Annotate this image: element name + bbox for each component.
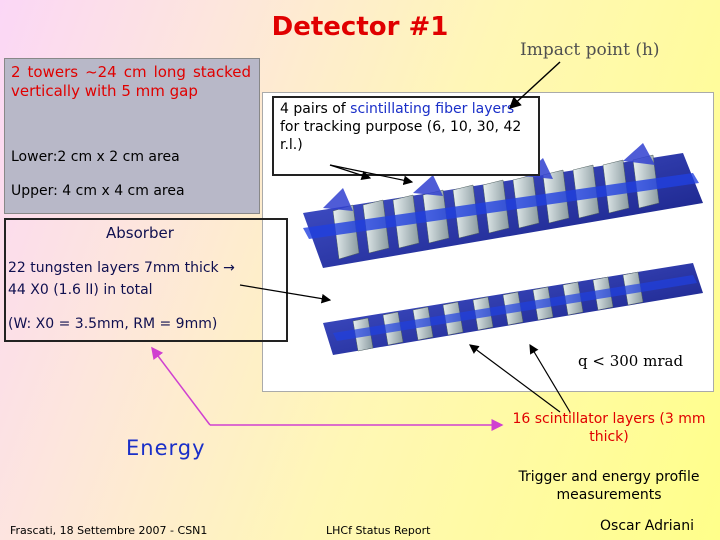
detector-image bbox=[262, 92, 714, 392]
trigger-label: Trigger and energy profile measurements bbox=[518, 469, 700, 503]
scintillator-layers-label: 16 scintillator layers (3 mm thick) bbox=[512, 411, 706, 445]
fiber-text-highlight: scintillating fiber layers bbox=[350, 101, 515, 117]
fiber-arrow-1 bbox=[329, 164, 372, 180]
absorber-tungsten-params: (W: X0 = 3.5mm, RM = 9mm) bbox=[8, 316, 218, 332]
towers-description: 2 towers ~24 cm long stacked vertically … bbox=[11, 63, 251, 100]
scint-arrow-1 bbox=[469, 344, 561, 413]
angle-label: q < 300 mrad bbox=[578, 352, 684, 370]
energy-arrow-up bbox=[151, 346, 211, 426]
absorber-total-length: 44 X0 (1.6 lI) in total bbox=[8, 282, 153, 298]
fiber-text-pre: 4 pairs of bbox=[280, 101, 351, 117]
footer-center: LHCf Status Report bbox=[326, 524, 431, 537]
fiber-arrow-2 bbox=[329, 164, 414, 185]
fiber-layers-box: 4 pairs of scintillating fiber layers fo… bbox=[272, 96, 540, 176]
towers-description-box: 2 towers ~24 cm long stacked vertically … bbox=[4, 58, 260, 214]
impact-point-label: Impact point (h) bbox=[520, 40, 660, 60]
upper-tower-area: Upper: 4 cm x 4 cm area bbox=[11, 183, 185, 199]
absorber-tungsten-layers: 22 tungsten layers 7mm thick → bbox=[8, 260, 235, 276]
scint-arrow-2 bbox=[529, 343, 571, 413]
absorber-label: Absorber bbox=[106, 224, 174, 242]
footer-right: Oscar Adriani bbox=[600, 518, 695, 534]
lower-tower-area: Lower:2 cm x 2 cm area bbox=[11, 149, 180, 165]
impact-arrow bbox=[508, 61, 561, 110]
slide-title: Detector #1 bbox=[271, 12, 449, 42]
detector-drawing bbox=[303, 143, 703, 355]
energy-label: Energy bbox=[126, 436, 206, 460]
fiber-text-post: for tracking purpose (6, 10, 30, 42 r.l.… bbox=[280, 119, 522, 153]
absorber-arrow bbox=[239, 284, 332, 304]
absorber-box: Absorber 22 tungsten layers 7mm thick → … bbox=[4, 218, 288, 342]
footer-left: Frascati, 18 Settembre 2007 - CSN1 bbox=[10, 524, 208, 537]
